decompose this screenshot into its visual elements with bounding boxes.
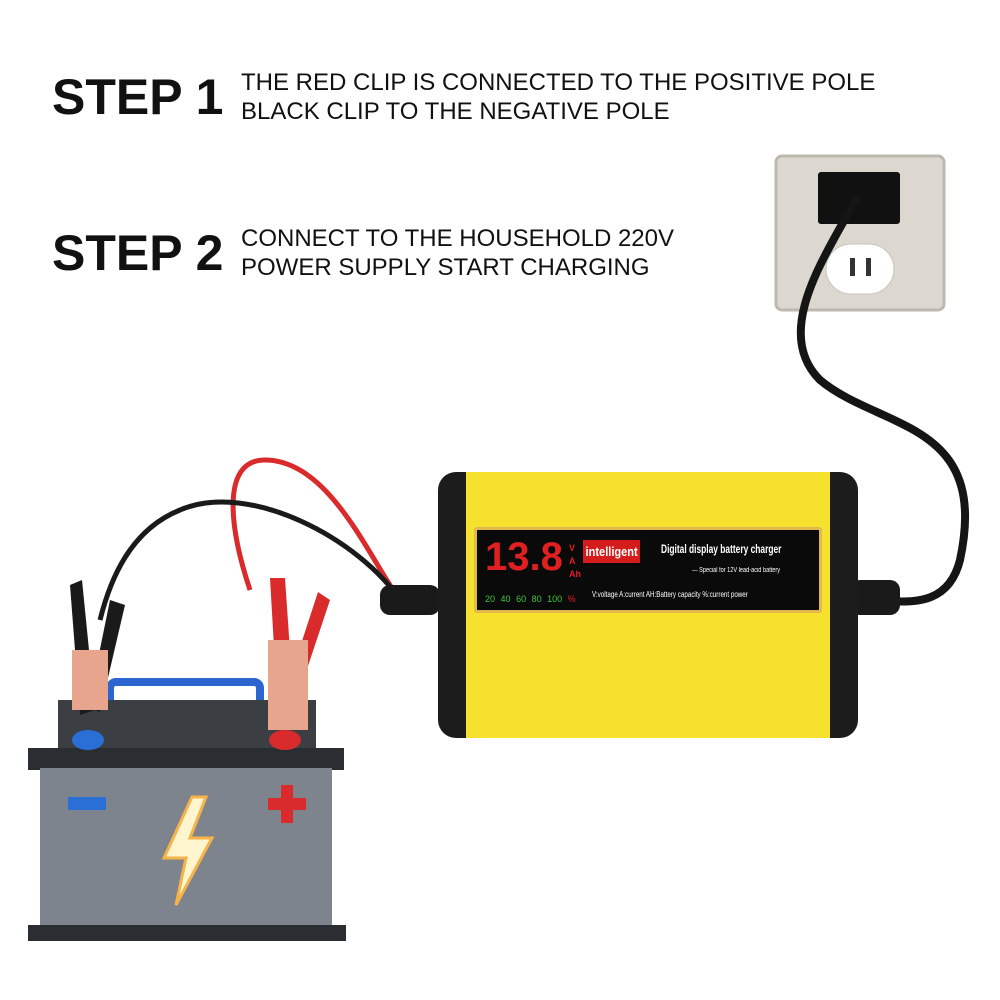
step-1-description: THE RED CLIP IS CONNECTED TO THE POSITIV… <box>241 68 875 126</box>
red-clip-icon <box>268 578 330 730</box>
step-2-label: STEP 2 <box>52 225 224 281</box>
charger-display: 13.8 V A Ah 20 40 60 80 100 % intelligen… <box>474 527 822 613</box>
step-1-line-1: THE RED CLIP IS CONNECTED TO THE POSITIV… <box>241 69 876 96</box>
unit-volts: V <box>569 543 576 553</box>
step-2-description: CONNECT TO THE HOUSEHOLD 220V POWER SUPP… <box>241 224 674 282</box>
lightning-bolt-icon <box>161 795 215 906</box>
black-cable <box>97 499 403 621</box>
display-units: V A Ah <box>569 542 581 581</box>
power-cable <box>796 193 970 606</box>
charger-subtitle: — Special for 12V lead-acid battery <box>692 567 781 574</box>
negative-symbol-icon <box>68 797 106 810</box>
charger-legend: V:voltage A:current AH:Battery capacity … <box>592 590 748 599</box>
brand-badge: intelligent <box>583 540 641 563</box>
step-2-line-2: POWER SUPPLY START CHARGING <box>241 254 650 281</box>
step-2-line-1: CONNECT TO THE HOUSEHOLD 220V <box>241 225 675 252</box>
step-1-line-2: BLACK CLIP TO THE NEGATIVE POLE <box>241 98 670 125</box>
unit-amp-hours: Ah <box>569 569 581 579</box>
black-clip-icon <box>70 580 125 715</box>
unit-amps: A <box>569 556 576 566</box>
charger-title: Digital display battery charger <box>661 542 782 556</box>
display-value: 13.8 <box>485 535 563 579</box>
wall-outlet-icon <box>774 154 946 312</box>
percent-scale: 20 40 60 80 100 % <box>485 594 576 604</box>
step-1-label: STEP 1 <box>52 69 224 125</box>
red-cable <box>230 457 403 602</box>
positive-symbol-icon <box>268 785 306 823</box>
